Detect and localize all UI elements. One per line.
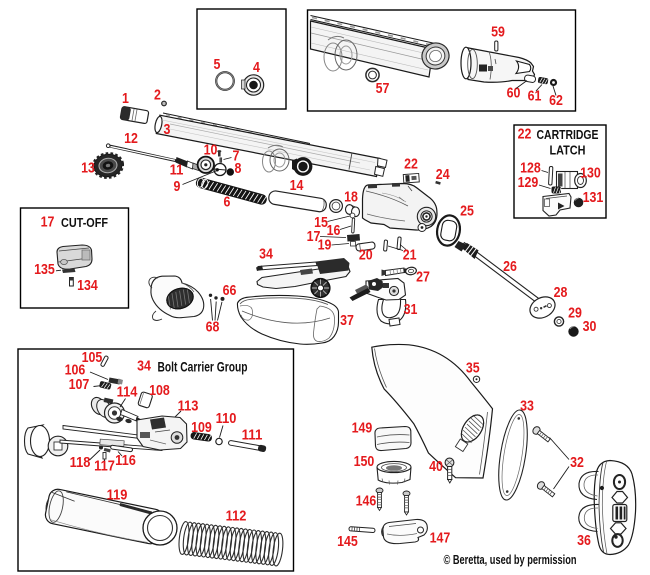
svg-text:18: 18 [344,190,358,206]
svg-text:109: 109 [191,420,212,436]
svg-text:134: 134 [77,278,98,294]
svg-text:129: 129 [518,175,539,191]
svg-text:25: 25 [460,204,474,220]
svg-text:130: 130 [580,166,601,182]
svg-text:29: 29 [568,306,582,322]
svg-text:61: 61 [528,89,542,105]
svg-text:26: 26 [503,259,517,275]
svg-text:105: 105 [82,350,103,366]
svg-text:30: 30 [583,319,597,335]
svg-text:40: 40 [429,459,443,475]
svg-text:112: 112 [226,509,247,525]
svg-text:149: 149 [352,421,373,437]
svg-text:34: 34 [259,247,273,263]
svg-text:17: 17 [307,229,321,245]
svg-text:119: 119 [107,488,128,504]
svg-text:34: 34 [137,359,151,375]
svg-text:35: 35 [466,360,480,376]
svg-text:8: 8 [235,161,242,177]
svg-text:© Beretta, used by permission: © Beretta, used by permission [444,553,577,567]
svg-text:20: 20 [359,248,373,264]
svg-text:118: 118 [70,455,91,471]
svg-text:107: 107 [69,377,90,393]
svg-text:10: 10 [204,143,218,159]
svg-text:CUT-OFF: CUT-OFF [61,215,108,230]
svg-text:4: 4 [253,60,260,76]
svg-text:22: 22 [518,127,532,143]
svg-text:12: 12 [124,131,138,147]
svg-text:13: 13 [81,161,95,177]
svg-text:36: 36 [577,533,591,549]
svg-text:32: 32 [570,455,584,471]
svg-text:9: 9 [174,179,181,195]
svg-text:66: 66 [223,283,237,299]
svg-text:60: 60 [507,86,521,102]
svg-text:CARTRIDGE: CARTRIDGE [537,127,599,142]
svg-text:2: 2 [154,88,161,104]
svg-text:135: 135 [34,262,55,278]
svg-text:LATCH: LATCH [550,143,586,158]
svg-text:6: 6 [224,195,231,211]
svg-text:68: 68 [206,320,220,336]
svg-text:11: 11 [170,163,184,179]
svg-text:19: 19 [318,237,332,253]
svg-text:106: 106 [65,363,86,379]
svg-text:128: 128 [520,161,541,177]
svg-text:3: 3 [164,122,171,138]
svg-text:16: 16 [327,223,341,239]
svg-text:17: 17 [41,215,55,231]
svg-text:62: 62 [549,93,563,109]
svg-text:28: 28 [554,285,568,301]
svg-text:7: 7 [233,149,240,165]
svg-text:57: 57 [376,81,390,97]
svg-text:1: 1 [122,91,129,107]
svg-text:22: 22 [404,157,418,173]
svg-text:21: 21 [403,247,417,263]
svg-text:147: 147 [430,531,451,547]
svg-text:150: 150 [354,454,375,470]
svg-text:14: 14 [290,178,304,194]
svg-text:5: 5 [214,57,221,73]
svg-text:116: 116 [115,453,136,469]
svg-text:59: 59 [491,25,505,41]
svg-text:114: 114 [117,385,138,401]
svg-text:110: 110 [216,411,237,427]
svg-text:27: 27 [416,270,430,286]
svg-text:111: 111 [242,428,263,444]
svg-text:131: 131 [583,190,604,206]
svg-text:108: 108 [149,383,170,399]
svg-text:15: 15 [314,215,328,231]
svg-text:37: 37 [340,313,354,329]
svg-text:113: 113 [178,399,199,415]
svg-text:33: 33 [520,398,534,414]
svg-text:145: 145 [337,534,358,550]
svg-text:Bolt Carrier Group: Bolt Carrier Group [158,360,248,375]
svg-text:117: 117 [94,459,115,475]
svg-text:31: 31 [404,302,418,318]
svg-text:146: 146 [356,494,377,510]
svg-text:24: 24 [436,167,450,183]
